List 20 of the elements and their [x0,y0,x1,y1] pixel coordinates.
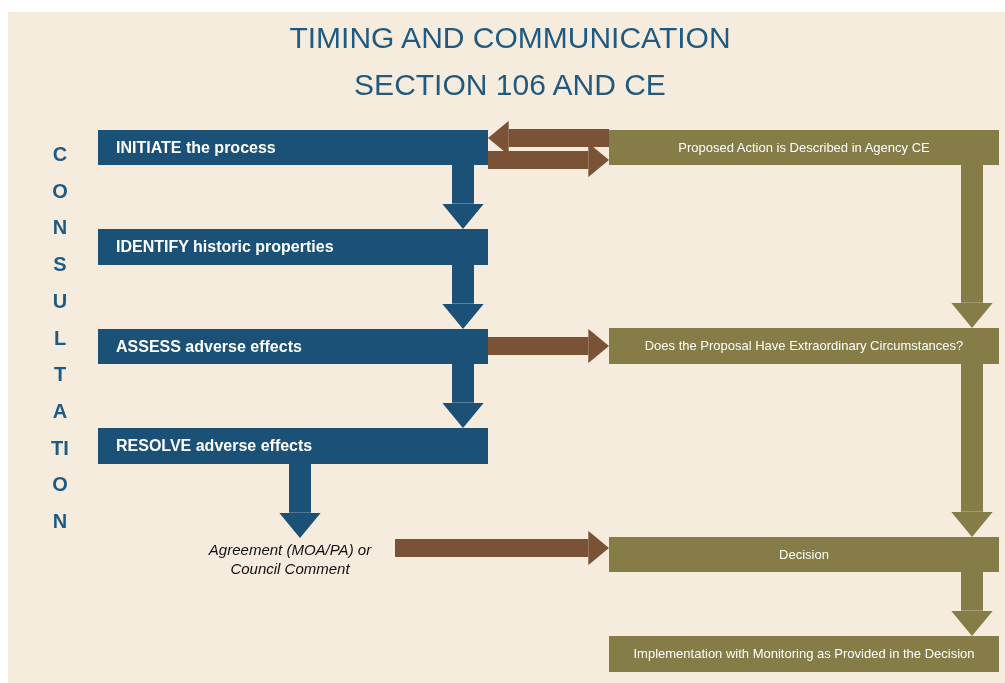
process-box: RESOLVE adverse effects [98,428,488,464]
block-arrow [488,328,609,364]
process-box: INITIATE the process [98,130,488,165]
vertical-label: CONSULTATION [50,142,70,535]
process-box: Does the Proposal Have Extraordinary Circumstances? [609,328,999,364]
process-box: ASSESS adverse effects [98,329,488,364]
block-arrow [951,364,993,537]
block-arrow [442,165,484,229]
process-box: IDENTIFY historic properties [98,229,488,265]
process-box: Proposed Action is Described in Agency CE [609,130,999,165]
block-arrow [951,572,993,636]
block-arrow [442,364,484,428]
outcome-text: Agreement (MOA/PA) or Council Comment [185,538,395,580]
block-arrow [442,265,484,329]
title: TIMING AND COMMUNICATION SECTION 106 AND CE [288,20,732,103]
process-box: Implementation with Monitoring as Provided in the Decision [609,636,999,672]
process-box: Decision [609,537,999,572]
block-arrow [279,464,321,538]
block-arrow [395,530,609,566]
block-arrow [951,165,993,328]
